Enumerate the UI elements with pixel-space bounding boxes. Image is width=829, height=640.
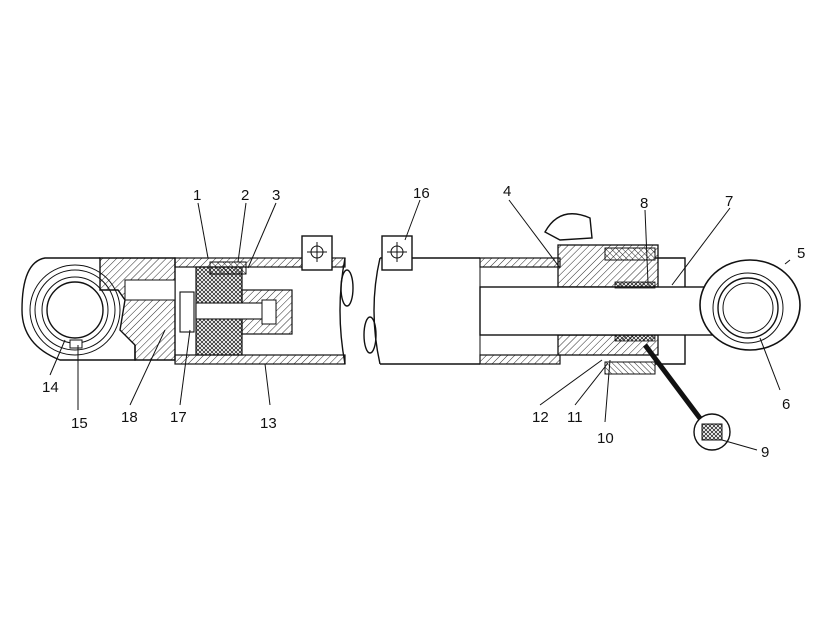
callout-4: 4 [503,183,511,200]
cylinder-base [99,257,176,361]
callout-13: 13 [260,415,277,432]
barrel-left [174,257,377,365]
callout-10: 10 [597,430,614,447]
callout-1: 1 [193,187,201,204]
port-right [381,235,413,271]
callout-18: 18 [121,409,138,426]
callout-2: 2 [241,187,249,204]
callout-6: 6 [782,396,790,413]
base-eye [21,257,136,361]
callout-11: 11 [567,409,583,426]
callout-12: 12 [532,409,549,426]
callout-3: 3 [272,187,280,204]
piston [179,261,293,356]
callout-labels: 1 2 3 4 5 6 7 8 9 10 11 12 13 14 15 16 1… [42,183,805,461]
callout-9: 9 [761,444,769,461]
port-left [301,235,333,271]
callout-7: 7 [725,193,733,210]
leader-lines [49,199,791,451]
cylinder-head [544,213,686,375]
callout-14: 14 [42,379,59,396]
callout-8: 8 [640,195,648,212]
piston-rod [479,281,731,342]
callout-16: 16 [413,185,430,202]
callout-17: 17 [170,409,187,426]
callout-15: 15 [71,415,88,432]
callout-5: 5 [797,245,805,262]
rod-eye [699,259,801,351]
seal-detail [643,343,731,451]
